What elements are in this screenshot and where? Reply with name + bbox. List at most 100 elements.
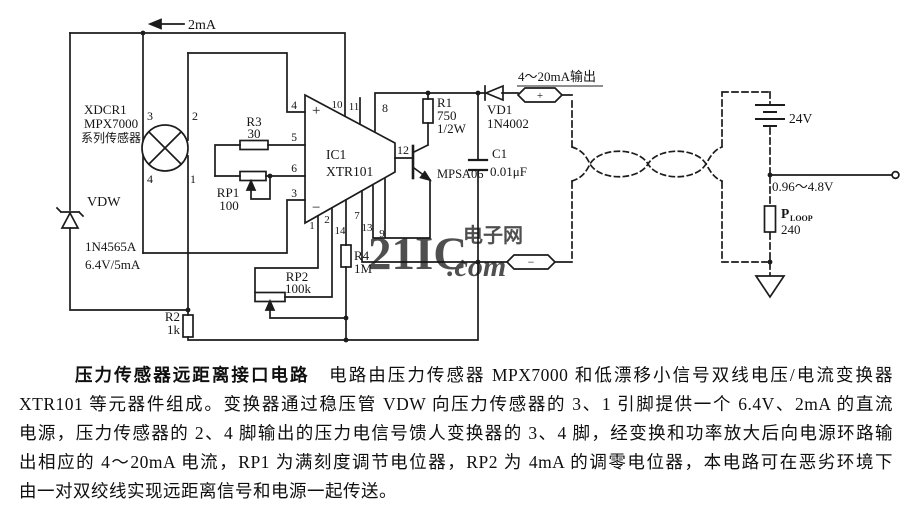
wire-left-vertical [69,32,187,311]
wire-emitter-net [372,166,431,239]
ic-part-label: XTR101 [326,164,373,179]
wire-rp2-wiper [269,308,347,319]
c1-value-label: 0.01μF [490,164,527,179]
terminal-plus-mark: + [537,90,543,102]
terminal-minus-mark: − [528,255,535,269]
ic-pin1-label: 1 [309,220,315,232]
junction-dots [140,30,773,343]
r3-value-label: 30 [248,126,261,141]
resistor-r3-body [239,139,269,151]
sensor-pin1-label: 1 [190,172,196,186]
pressure-sensor-bridge [141,124,189,172]
resistor-r4-body [340,244,352,268]
ground-symbol [754,275,786,299]
vd1-ref-label: VD1 [487,102,512,117]
ic-pin12-label: 12 [397,143,409,157]
caption-line-4: 出相应的 4～20mA 电流，RP1 为满刻度调节电位器，RP2 为 4mA 的… [19,452,893,472]
ic-pin7-label: 7 [354,210,360,222]
output-terminal-minus [505,254,557,270]
rp1-value-label: 100 [219,198,239,213]
watermark-21ic: 21IC [368,228,467,280]
r3-ref-label: R3 [246,114,261,129]
vd1-part-label: 1N4002 [487,116,529,131]
sensor-pin2-label: 2 [192,109,198,123]
ic-pin8-label: 8 [382,101,388,115]
caption-line-1: 压力传感器远距离接口电路 电路由压力传感器 MPX7000 和低漂移小信号双线电… [19,361,893,390]
cable-right-bottom [721,181,768,263]
sensor-ref-label: XDCR1 [84,102,127,117]
diode-vd1-triangle [483,84,504,102]
output-label: 4～20mA输出 [518,69,596,84]
r4-value-label: 1M [354,261,373,276]
ic-pin5-label: 5 [291,132,297,144]
current-label: 2mA [188,18,217,33]
r1-power-label: 1/2W [437,121,467,136]
zener-vdw-triangle [60,211,80,229]
wire-rp1-net [214,175,306,200]
rp2-value-label: 100k [285,281,312,296]
capacitor-c1-plates [467,158,489,172]
rp2-wiper-arrow [264,298,276,311]
wire-common-rail [361,190,573,263]
watermark: 21IC 电子网 .com [368,224,523,283]
resistor-ploop-body [763,205,777,233]
transistor-part-label: MPSA06 [437,167,484,181]
c1-ref-label: C1 [492,146,507,161]
rp1-wiper-arrow [245,178,257,191]
r4-ref-label: R4 [354,248,370,263]
r2-value-label: 1k [167,322,181,337]
sensor-pin4-label: 4 [147,172,153,186]
vdw-rating-label: 6.4V/5mA [85,257,141,272]
r1-value-label: 750 [437,108,457,123]
caption-line-5: 由一对双绞线实现远距离信号和电源一起传送。 [19,481,397,501]
ic-pin2-label: 2 [324,214,330,226]
caption-line-1-text: 电路由压力传感器 MPX7000 和低漂移小信号双线电压/电流变换器 [309,365,894,385]
ic-pin10-label: 10 [332,99,344,111]
ic-pin13-label: 13 [362,222,374,234]
vdw-ref-label: VDW [87,195,121,210]
transistor-emitter-arrowhead [419,170,432,182]
rp1-ref-label: RP1 [217,185,239,200]
battery-value-label: 24V [789,111,813,126]
wire-r3-net [214,144,306,177]
sensor-bridge-x [147,130,183,166]
wire-inner-rail [187,52,306,113]
ic-minus-label: − [312,200,320,216]
r1-ref-label: R1 [437,95,452,110]
ic-pin9-label: 9 [379,228,385,240]
watermark-cn: 电子网 [463,224,523,247]
ploop-value-label: 240 [781,222,801,237]
wire-r2-bottom-rail [187,261,479,341]
vdw-part-label: 1N4565A [85,239,137,254]
sensor-part-label: MPX7000 [84,116,138,131]
wire-pin1-rp2-net [254,207,333,298]
rp2-ref-label: RP2 [286,269,308,284]
potentiometer-rp1-body [239,170,267,182]
watermark-com: .com [447,250,506,283]
ploop-sub-label: LOOP [790,214,813,223]
resistor-r2-body [182,314,194,338]
r2-ref-label: R2 [165,309,180,324]
ic-plus-label: + [312,103,320,119]
sensor-desc-label: 系列传感器 [81,130,141,145]
wire-pin3-net [142,199,306,254]
cable-right-top [721,91,771,147]
twisted-pair-wire-b [570,150,724,183]
sensor-pin3-label: 3 [147,109,153,123]
circuit-diagram: 2mA XDCR1 MPX7000 系列传感器 3 2 4 1 VDW 1N45… [55,18,900,343]
output-terminal-plus [516,87,564,103]
current-arrow-head [147,18,162,30]
ic-xtr101-outline [304,93,396,225]
caption-line-3: 电源，压力传感器的 2、4 脚输出的压力电信号馈人变换器的 3、4 脚，经变换和… [19,423,893,443]
caption-line-2: XTR101 等元器件组成。变换器通过稳压管 VDW 向压力传感器的 3、1 引… [19,394,893,414]
ic-pin3-label: 3 [291,188,297,200]
caption-title: 压力传感器远距离接口电路 [75,365,310,385]
voltage-probe-terminal [891,170,900,180]
ic-ref-label: IC1 [326,147,346,162]
ic-pin11-label: 11 [349,101,360,113]
voltage-range-label: 0.96～4.8V [772,179,834,194]
battery-24v-plates [755,104,785,127]
ic-pin14-label: 14 [335,225,347,237]
ic-pin6-label: 6 [291,163,297,175]
